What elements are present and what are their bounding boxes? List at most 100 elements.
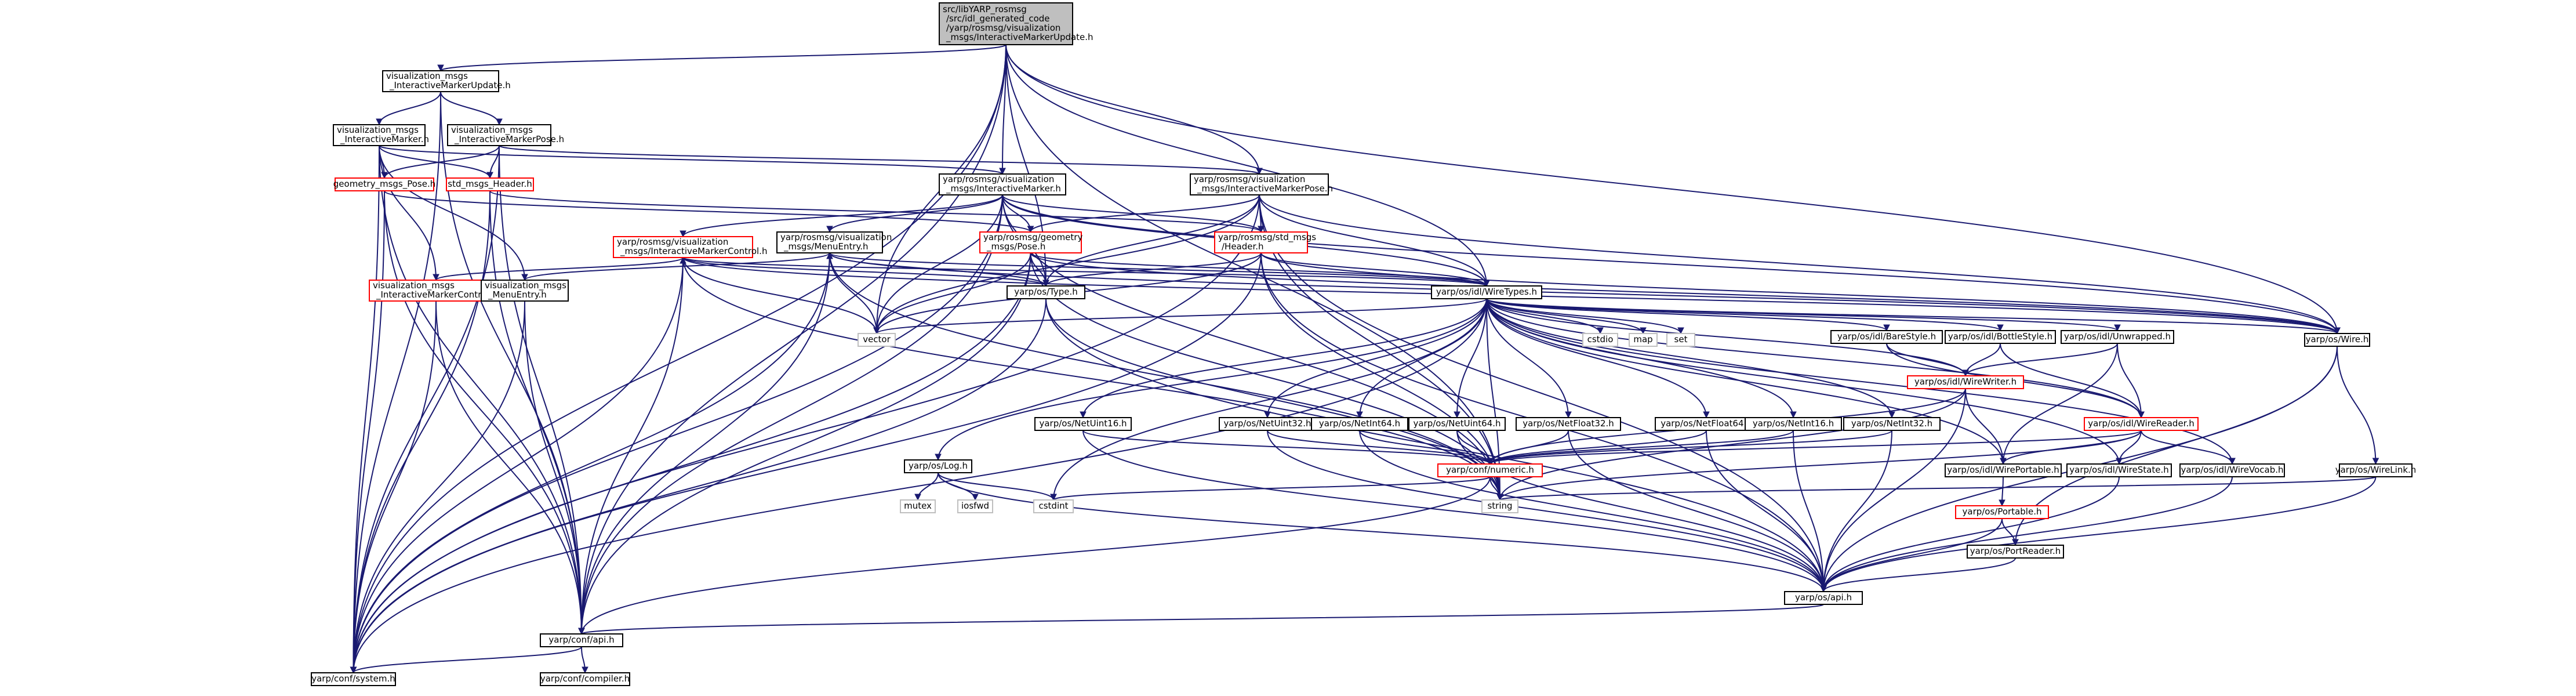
node-label-netfloat32-0: yarp/os/NetFloat32.h — [1523, 418, 1614, 429]
dependency-edge-root-to-vm_imu — [437, 44, 1007, 72]
node-vm_me[interactable]: visualization_msgs_MenuEntry.h — [481, 280, 569, 302]
node-label-type-0: yarp/os/Type.h — [1014, 287, 1078, 297]
node-label-netuint32-0: yarp/os/NetUint32.h — [1223, 418, 1311, 429]
dependency-edge-wiretypes-to-netint32 — [1486, 298, 1895, 419]
node-label-portable-0: yarp/os/Portable.h — [1963, 506, 2042, 517]
dependency-edge-log-to-mutex — [914, 472, 939, 501]
dependency-edge-portable-to-portreader — [2001, 518, 2019, 546]
dependency-edge-log-to-cstdint — [938, 472, 1057, 501]
dependency-edge-wiretypes-to-vector — [873, 298, 1487, 335]
dependency-edge-netint32-to-numeric — [1487, 430, 1892, 465]
node-label-vm_imu-1: _InteractiveMarkerUpdate.h — [389, 80, 511, 91]
node-label-vm_imp-1: _InteractiveMarkerPose.h — [454, 134, 564, 145]
node-netuint32[interactable]: yarp/os/NetUint32.h — [1219, 417, 1316, 431]
node-netint64[interactable]: yarp/os/NetInt64.h — [1311, 417, 1408, 431]
node-netint32[interactable]: yarp/os/NetInt32.h — [1843, 417, 1941, 431]
node-netint16[interactable]: yarp/os/NetInt16.h — [1745, 417, 1842, 431]
node-label-portreader-0: yarp/os/PortReader.h — [1970, 546, 2061, 556]
node-map: map — [1629, 333, 1658, 347]
dependency-edge-unwrapped-to-wirereader — [2117, 343, 2145, 419]
node-mutex: mutex — [900, 499, 936, 513]
dependency-edge-wiretypes-to-netint16 — [1486, 298, 1797, 419]
node-label-netint32-0: yarp/os/NetInt32.h — [1851, 418, 1932, 429]
node-wirelink[interactable]: yarp/os/WireLink.h — [2335, 463, 2417, 477]
dependency-edge-wiretypes-to-set — [1486, 298, 1684, 335]
dependency-edge-osapi-to-confapi — [578, 604, 1824, 635]
node-compiler[interactable]: yarp/conf/compiler.h — [540, 672, 630, 686]
node-numeric[interactable]: yarp/conf/numeric.h — [1437, 463, 1543, 477]
node-label-wire-0: yarp/os/Wire.h — [2306, 334, 2369, 345]
node-yr_me[interactable]: yarp/rosmsg/visualization_msgs/MenuEntry… — [776, 231, 892, 253]
dependency-edge-log-to-osapi — [938, 472, 1827, 593]
node-label-vm_im-0: visualization_msgs — [337, 125, 419, 136]
node-label-yr_im-1: _msgs/InteractiveMarker.h — [946, 183, 1061, 194]
node-vm_im[interactable]: visualization_msgs_InteractiveMarker.h — [333, 124, 429, 146]
dependency-edge-yr_imp-to-yr_gpose — [1027, 194, 1260, 233]
node-wirewriter[interactable]: yarp/os/idl/WireWriter.h — [1907, 375, 2024, 389]
node-portable[interactable]: yarp/os/Portable.h — [1955, 505, 2049, 519]
node-type[interactable]: yarp/os/Type.h — [1007, 285, 1085, 299]
node-vm_imc[interactable]: visualization_msgs_InteractiveMarkerCont… — [369, 280, 503, 302]
node-label-root-3: _msgs/InteractiveMarkerUpdate.h — [946, 32, 1093, 43]
node-label-std_header-0: std_msgs_Header.h — [448, 179, 532, 190]
node-label-system-0: yarp/conf/system.h — [311, 673, 395, 684]
node-netuint16[interactable]: yarp/os/NetUint16.h — [1034, 417, 1132, 431]
dependency-edge-numeric-to-string — [1489, 476, 1503, 501]
node-label-wireportable-0: yarp/os/idl/WirePortable.h — [1947, 465, 2059, 475]
node-root[interactable]: src/libYARP_rosmsg/src/idl_generated_cod… — [939, 2, 1093, 45]
node-label-root-0: src/libYARP_rosmsg — [943, 4, 1027, 15]
node-yr_imc[interactable]: yarp/rosmsg/visualization_msgs/Interacti… — [613, 236, 767, 258]
node-vm_imu[interactable]: visualization_msgs_InteractiveMarkerUpda… — [382, 70, 511, 92]
dependency-edge-vm_imp-to-yr_imp — [499, 145, 1263, 175]
dependency-edge-wireportable-to-portable — [1999, 476, 2005, 507]
node-label-netuint16-0: yarp/os/NetUint16.h — [1039, 418, 1127, 429]
node-system[interactable]: yarp/conf/system.h — [311, 672, 396, 686]
node-wirevocab[interactable]: yarp/os/idl/WireVocab.h — [2179, 463, 2285, 477]
node-label-string-0: string — [1487, 501, 1512, 511]
dependency-edge-wiretypes-to-wire — [1486, 298, 2341, 335]
node-label-wiretypes-0: yarp/os/idl/WireTypes.h — [1436, 287, 1537, 297]
node-confapi[interactable]: yarp/conf/api.h — [540, 633, 623, 647]
node-label-netfloat64-0: yarp/os/NetFloat64.h — [1661, 418, 1752, 429]
node-vm_imp[interactable]: visualization_msgs_InteractiveMarkerPose… — [447, 124, 564, 146]
node-yr_gpose[interactable]: yarp/rosmsg/geometry_msgs/Pose.h — [979, 231, 1082, 253]
node-netuint64[interactable]: yarp/os/NetUint64.h — [1408, 417, 1506, 431]
node-std_header[interactable]: std_msgs_Header.h — [446, 177, 534, 191]
dependency-edge-wiretypes-to-netuint32 — [1264, 298, 1487, 419]
node-label-yr_imc-0: yarp/rosmsg/visualization — [617, 237, 728, 247]
dependency-edge-wirereader-to-wirevocab — [2141, 430, 2236, 465]
node-wire[interactable]: yarp/os/Wire.h — [2304, 333, 2370, 347]
dependency-edge-vm_im-to-vm_me — [379, 145, 528, 281]
node-label-yr_im-0: yarp/rosmsg/visualization — [943, 174, 1054, 184]
node-unwrapped[interactable]: yarp/os/idl/Unwrapped.h — [2061, 330, 2174, 344]
node-wirestate[interactable]: yarp/os/idl/WireState.h — [2066, 463, 2172, 477]
node-label-yr_header-1: /Header.h — [1222, 241, 1264, 252]
node-label-yr_me-0: yarp/rosmsg/visualization — [780, 232, 892, 242]
node-log[interactable]: yarp/os/Log.h — [904, 459, 972, 473]
node-label-yr_me-1: _msgs/MenuEntry.h — [783, 241, 869, 252]
dependency-edge-wire-to-wirelink — [2337, 346, 2379, 465]
node-barestyle[interactable]: yarp/os/idl/BareStyle.h — [1830, 330, 1943, 344]
dependency-edge-wiretypes-to-barestyle — [1486, 298, 1890, 332]
node-label-yr_gpose-0: yarp/rosmsg/geometry — [983, 232, 1082, 242]
node-set: set — [1666, 333, 1695, 347]
node-yr_header[interactable]: yarp/rosmsg/std_msgs/Header.h — [1214, 231, 1316, 253]
node-gm_pose[interactable]: geometry_msgs_Pose.h — [333, 177, 435, 191]
node-bottlestyle[interactable]: yarp/os/idl/BottleStyle.h — [1945, 330, 2056, 344]
node-netfloat64[interactable]: yarp/os/NetFloat64.h — [1655, 417, 1758, 431]
node-wirereader[interactable]: yarp/os/idl/WireReader.h — [2084, 417, 2199, 431]
node-label-cstdio-0: cstdio — [1587, 334, 1614, 345]
node-portreader[interactable]: yarp/os/PortReader.h — [1967, 545, 2064, 559]
node-osapi[interactable]: yarp/os/api.h — [1784, 591, 1863, 605]
node-label-barestyle-0: yarp/os/idl/BareStyle.h — [1837, 331, 1936, 342]
dependency-edge-vm_im-to-yr_im — [379, 145, 1006, 175]
node-label-numeric-0: yarp/conf/numeric.h — [1446, 465, 1534, 475]
dependency-edge-vm_imu-to-vm_im — [376, 91, 441, 126]
node-yr_im[interactable]: yarp/rosmsg/visualization_msgs/Interacti… — [939, 173, 1066, 195]
node-wireportable[interactable]: yarp/os/idl/WirePortable.h — [1945, 463, 2062, 477]
node-label-netuint64-0: yarp/os/NetUint64.h — [1413, 418, 1500, 429]
node-label-compiler-0: yarp/conf/compiler.h — [540, 673, 630, 684]
node-netfloat32[interactable]: yarp/os/NetFloat32.h — [1516, 417, 1621, 431]
node-wiretypes[interactable]: yarp/os/idl/WireTypes.h — [1431, 285, 1542, 299]
node-yr_imp[interactable]: yarp/rosmsg/visualization_msgs/Interacti… — [1190, 173, 1333, 195]
